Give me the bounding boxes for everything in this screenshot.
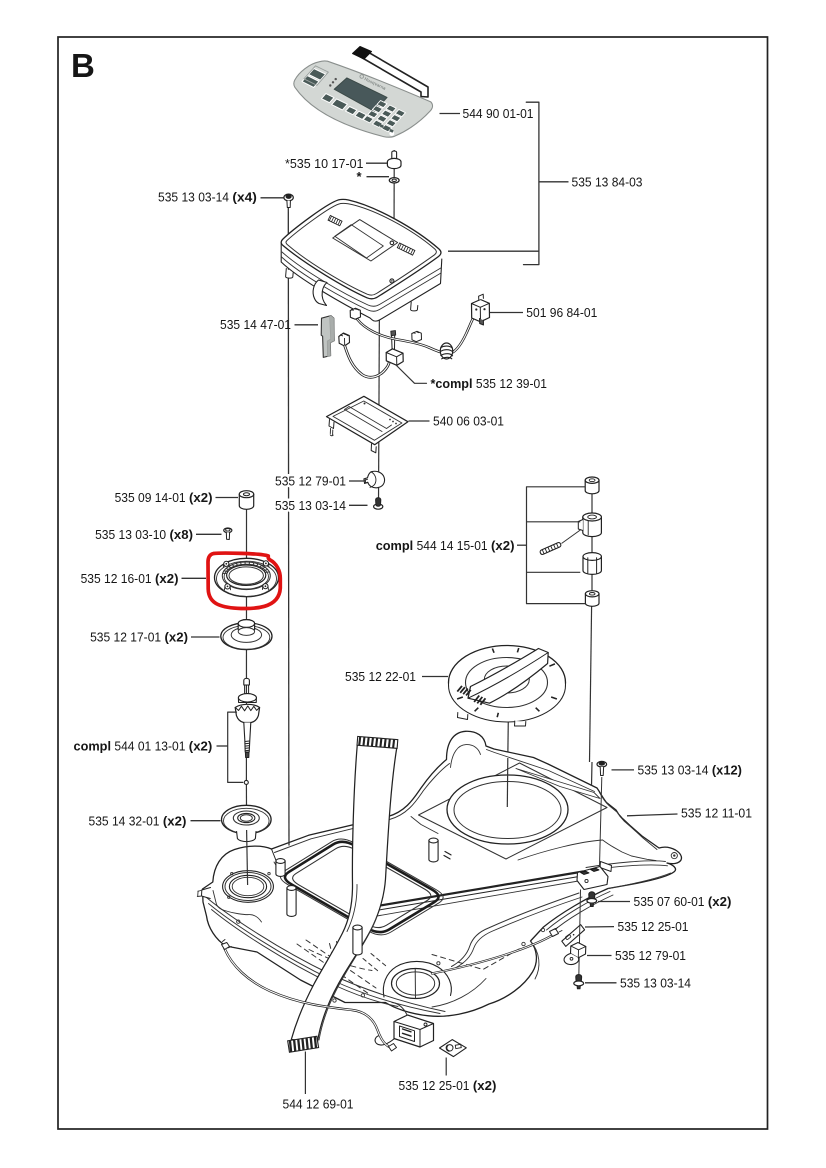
- svg-text:501 96 84-01: 501 96 84-01: [526, 305, 597, 320]
- svg-text:(x12): (x12): [712, 763, 742, 778]
- svg-text:535 12 79-01: 535 12 79-01: [615, 948, 686, 963]
- svg-text:*compl: *compl: [431, 376, 473, 391]
- svg-text:535 09 14-01: 535 09 14-01: [115, 490, 186, 505]
- svg-text:535 12 11-01: 535 12 11-01: [681, 806, 752, 821]
- svg-text:(x2): (x2): [155, 571, 179, 586]
- svg-text:535 13 03-14: 535 13 03-14: [620, 975, 691, 990]
- svg-text:(x2): (x2): [708, 894, 732, 909]
- svg-text:535 13 03-14: 535 13 03-14: [638, 763, 709, 778]
- svg-text:535 12 16-01: 535 12 16-01: [81, 571, 152, 586]
- svg-text:535 13 03-10: 535 13 03-10: [95, 527, 166, 542]
- svg-text:535 12 25-01: 535 12 25-01: [618, 919, 689, 934]
- svg-text:(x8): (x8): [170, 527, 194, 542]
- svg-text:535 14 47-01: 535 14 47-01: [220, 317, 291, 332]
- svg-text:(x2): (x2): [189, 739, 213, 754]
- svg-text:535 12 39-01: 535 12 39-01: [476, 376, 547, 391]
- svg-text:544 12 69-01: 544 12 69-01: [283, 1097, 354, 1112]
- svg-text:(x2): (x2): [189, 490, 213, 505]
- svg-text:(x2): (x2): [165, 630, 189, 645]
- svg-text:(x2): (x2): [163, 813, 187, 828]
- svg-text:535 07 60-01: 535 07 60-01: [634, 894, 705, 909]
- svg-text:535 12 22-01: 535 12 22-01: [345, 669, 416, 684]
- svg-text:535 12 17-01: 535 12 17-01: [90, 630, 161, 645]
- svg-text:compl: compl: [376, 538, 414, 553]
- svg-text:544 14 15-01: 544 14 15-01: [417, 538, 488, 553]
- svg-text:(x2): (x2): [473, 1078, 497, 1093]
- svg-text:535 13 84-03: 535 13 84-03: [572, 174, 643, 189]
- svg-text:535 14 32-01: 535 14 32-01: [89, 813, 160, 828]
- svg-text:544 01 13-01: 544 01 13-01: [114, 739, 185, 754]
- svg-text:535 13 03-14: 535 13 03-14: [275, 498, 346, 513]
- svg-text:(x4): (x4): [232, 189, 257, 204]
- svg-text:*535 10 17-01: *535 10 17-01: [285, 156, 364, 171]
- svg-text:544 90 01-01: 544 90 01-01: [463, 106, 534, 121]
- svg-text:B: B: [71, 47, 95, 84]
- svg-text:535 12 25-01: 535 12 25-01: [399, 1078, 470, 1093]
- svg-text:540 06 03-01: 540 06 03-01: [433, 414, 504, 429]
- svg-text:*: *: [357, 169, 363, 184]
- svg-text:535 13 03-14: 535 13 03-14: [158, 189, 229, 204]
- svg-text:(x2): (x2): [491, 538, 515, 553]
- svg-text:535 12 79-01: 535 12 79-01: [275, 474, 346, 489]
- svg-text:compl: compl: [74, 739, 112, 754]
